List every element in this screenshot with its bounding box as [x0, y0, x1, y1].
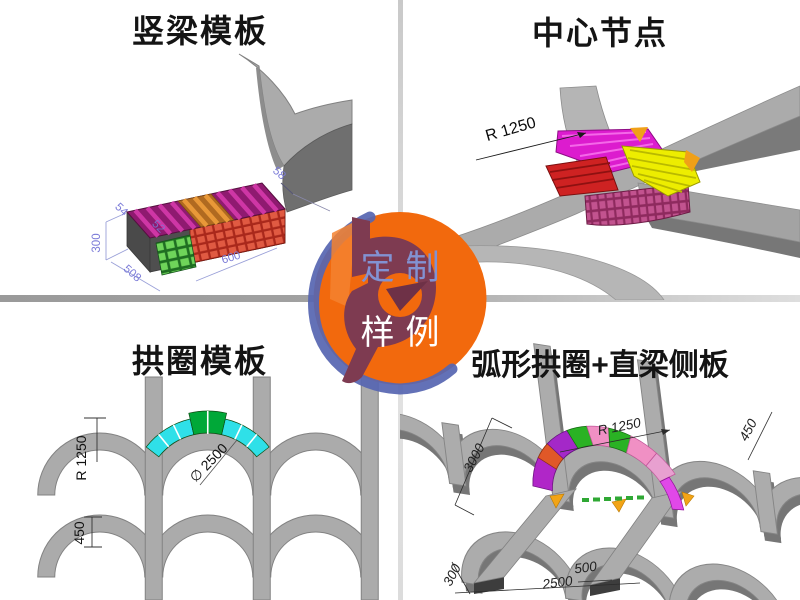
- radius-arrow: [661, 429, 670, 435]
- magenta-slats: [133, 183, 279, 238]
- panel-vertical-beam-illustration: 54 52 300 508 600 58: [91, 53, 353, 292]
- segment-joints: [157, 411, 258, 448]
- dim-height: 300: [91, 233, 103, 252]
- title-vertical-beam: 竖梁模板: [131, 13, 268, 49]
- watermark-line1: 定制: [360, 249, 451, 287]
- red-fan-slats: [549, 162, 615, 189]
- dimension-graphics: [451, 411, 773, 595]
- dim-beam-width: 500: [573, 559, 598, 577]
- dim-tip: 300: [440, 561, 464, 588]
- green-end-panel: [155, 234, 197, 276]
- arch-crown-formwork: [145, 410, 270, 458]
- dim-height: 450: [71, 521, 87, 545]
- title-arc-arch-beam: 弧形拱圈+直梁侧板: [471, 349, 729, 382]
- dim-radius: R 1250: [73, 435, 89, 480]
- orange-wedge: [630, 127, 648, 142]
- formwork-block: [126, 182, 286, 276]
- dim-height-right: 450: [736, 416, 760, 443]
- node-formwork: [545, 127, 701, 226]
- title-arch-ring: 拱圈模板: [131, 343, 268, 379]
- gray-y-structure: [238, 53, 353, 213]
- dimension-graphics: [84, 417, 238, 548]
- orange-ribbon: [330, 221, 356, 307]
- blue-swoosh: [308, 211, 458, 395]
- dimension-graphics: [105, 182, 331, 292]
- yellow-fan-slats: [627, 149, 697, 193]
- purple-grid-skirt: [584, 183, 691, 226]
- watermark-logo: [308, 211, 487, 395]
- arch-lining: [532, 425, 685, 511]
- orange-wedge: [684, 150, 700, 172]
- dim-width: 508: [121, 263, 143, 285]
- dim-span: 2500: [541, 573, 574, 592]
- dim-length: 600: [220, 250, 242, 267]
- title-center-node: 中心节点: [531, 15, 668, 51]
- maroon-logo-mark: [342, 217, 436, 384]
- straight-beams: [472, 488, 683, 596]
- dim-radius: R 1250: [484, 114, 538, 145]
- watermark-badge: 定制 样例: [308, 211, 488, 395]
- green-dashes: [582, 495, 644, 502]
- watermark-line2: 样例: [360, 314, 451, 352]
- foot-details: [549, 491, 695, 513]
- panel-arc-arch-illustration: 3000 R 1250 450 300 2500 500: [400, 343, 800, 600]
- arch-wall: [37, 376, 379, 600]
- orange-slats: [182, 193, 230, 228]
